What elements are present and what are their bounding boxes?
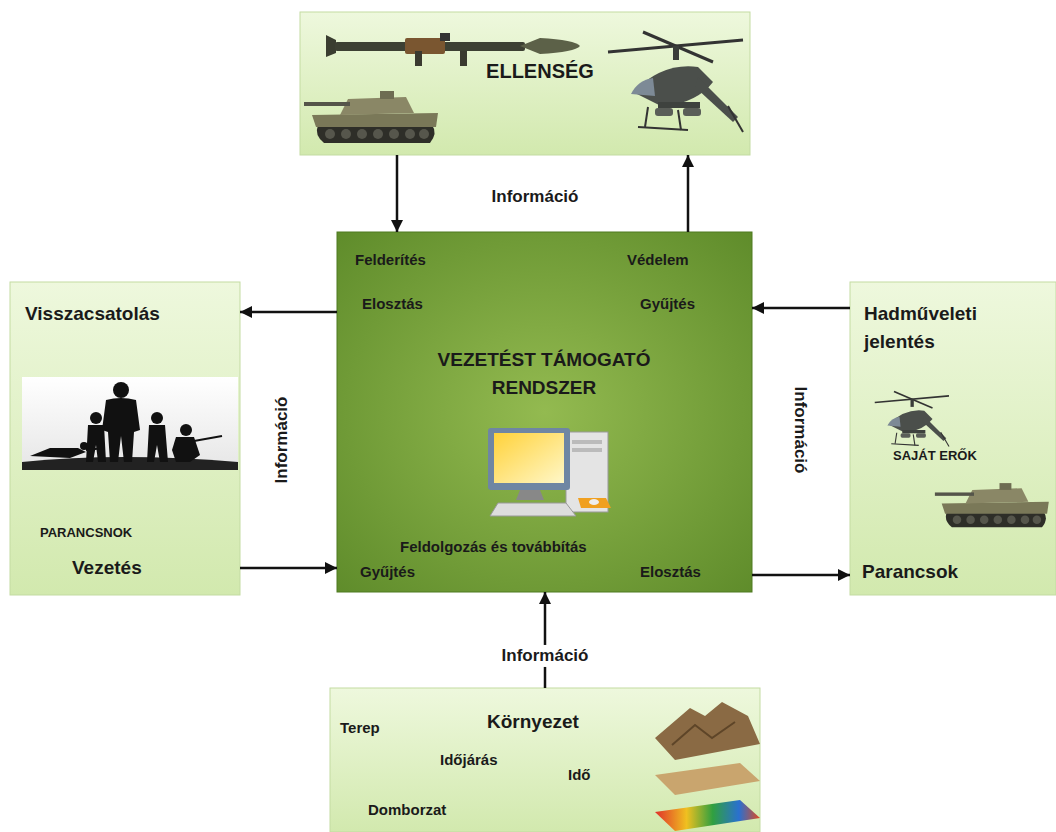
box-text: Visszacsatolás (25, 302, 160, 327)
text-slot: Feldolgozás és továbbítás (400, 537, 587, 557)
text-slot: Környezet (487, 710, 579, 735)
text-slot: Idő (568, 765, 591, 785)
arrow-connector (687, 155, 690, 232)
text-slot: Gyűjtés (360, 562, 415, 582)
text-slot: SAJÁT ERŐK (893, 448, 977, 465)
edge-label: Információ (502, 645, 589, 667)
box-text: Terep (340, 718, 380, 738)
box-text: Idő (568, 765, 591, 785)
own-forces-panel (850, 282, 1056, 595)
text-slot: Időjárás (440, 750, 498, 770)
box-text: Gyűjtés (640, 294, 695, 314)
system-panel (337, 232, 752, 592)
box-text: Hadműveleti jelentés (864, 300, 1014, 355)
text-slot: Visszacsatolás (25, 302, 160, 327)
commander-box: VisszacsatolásPARANCSNOK Vezetés (10, 282, 240, 595)
box-text: ELLENSÉG (460, 58, 620, 84)
box-text: Elosztás (640, 562, 701, 582)
info-label-slot: Információ (492, 186, 579, 208)
box-text: Parancsok (862, 560, 958, 585)
enemy-panel (300, 12, 750, 155)
box-text: Gyűjtés (360, 562, 415, 582)
text-slot: Védelem (627, 250, 689, 270)
own-forces-box: Hadműveleti jelentésSAJÁT ERŐK Parancsok (850, 282, 1056, 595)
box-text: Feldolgozás és továbbítás (400, 537, 587, 557)
box-text: VEZETÉST TÁMOGATÓ RENDSZER (404, 346, 684, 401)
box-text: Vezetés (72, 556, 142, 581)
box-text: Időjárás (440, 750, 498, 770)
info-label-slot: Információ (271, 397, 293, 484)
arrow-connector (544, 592, 547, 688)
text-slot: Vezetés (72, 556, 142, 581)
terrain-layers (655, 702, 760, 831)
arrow-connector (752, 574, 850, 577)
box-text: Domborzat (368, 800, 446, 820)
edge-label-slot: Információ (499, 645, 592, 667)
computer-icon (488, 428, 611, 516)
soldiers-silhouette (22, 377, 238, 470)
info-label: Információ (271, 397, 293, 484)
text-slot: Domborzat (368, 800, 446, 820)
text-slot: Felderítés (355, 250, 426, 270)
arrow-connector (396, 155, 399, 232)
info-label: Információ (789, 387, 811, 474)
enemy-box: ELLENSÉG (300, 12, 750, 155)
box-text: SAJÁT ERŐK (893, 448, 977, 465)
box-text: Környezet (487, 710, 579, 735)
text-slot: ELLENSÉG (460, 58, 620, 84)
info-label-slot: Információ (789, 387, 811, 474)
text-slot: Hadműveleti jelentés (864, 300, 1014, 355)
arrow-connector (240, 567, 337, 570)
text-slot: Terep (340, 718, 380, 738)
box-text: Védelem (627, 250, 689, 270)
support-system-box: FelderítésVédelemElosztásGyűjtésVEZETÉST… (337, 232, 752, 592)
arrow-connector (240, 311, 337, 314)
text-slot: Parancsok (862, 560, 958, 585)
text-slot: Gyűjtés (640, 294, 695, 314)
box-text: Elosztás (362, 294, 423, 314)
commander-panel (10, 282, 240, 595)
text-slot: PARANCSNOK (40, 525, 132, 542)
arrow-connector (752, 307, 850, 310)
text-slot: Elosztás (640, 562, 701, 582)
enemy-helicopter (608, 32, 743, 132)
own-tank (935, 483, 1049, 527)
environment-panel (330, 688, 760, 832)
enemy-tank (304, 91, 438, 143)
box-text: Felderítés (355, 250, 426, 270)
own-helicopter (875, 392, 949, 447)
info-label: Információ (492, 186, 579, 208)
text-slot: Elosztás (362, 294, 423, 314)
environment-box: Terep KörnyezetIdőjárásIdőDomborzat (330, 688, 760, 832)
text-slot: VEZETÉST TÁMOGATÓ RENDSZER (404, 346, 684, 401)
box-text: PARANCSNOK (40, 525, 132, 542)
